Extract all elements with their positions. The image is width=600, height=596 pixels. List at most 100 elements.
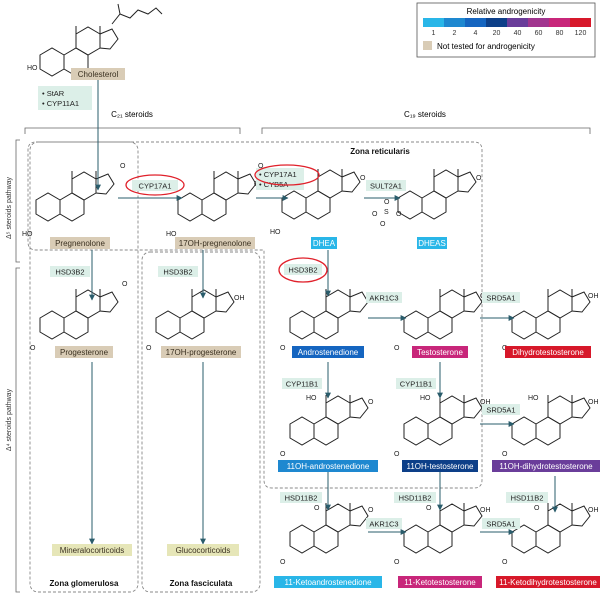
compound-oh17_prog: 17OH-progesterone (166, 348, 237, 357)
compound-keto_andro-box (274, 576, 382, 588)
compound-oh11_dht-box (492, 460, 600, 472)
compound-dhea: DHEA (313, 239, 336, 248)
dheas-o-top: O (384, 199, 390, 206)
enzyme-hsd3b2_b-box (158, 266, 198, 277)
enzyme-cyp17a1_a: CYP17A1 (139, 182, 172, 191)
androstenedione-structure (289, 288, 369, 340)
enzyme-srd5a1_c: SRD5A1 (486, 520, 515, 529)
compound-keto_testo: 11-Ketotestosterone (404, 578, 476, 587)
delta5-pathway-label: Δ⁵ steroids pathway (6, 176, 13, 239)
keto-andro-o2-label: O (368, 507, 374, 514)
enzyme-star-bullet: • (42, 89, 47, 98)
compound-dheas: DHEAS (418, 239, 446, 248)
enzyme-akr1c3_a-box (366, 292, 402, 303)
legend-swatch-2 (444, 18, 465, 27)
compound-oh11_dht: 11OH-dihydrotestosterone (499, 462, 593, 471)
compound-gluco-box (167, 544, 239, 556)
enzyme-sult2a1: SULT2A1 (370, 182, 402, 191)
keto-dht-o11-label: O (534, 505, 540, 512)
compound-pregnenolone-box (50, 237, 110, 249)
compound-keto_dht: 11-Ketodihydrotestosterone (499, 578, 597, 587)
compound-oh17_preg: 17OH-pregnenolone (179, 239, 252, 248)
progesterone-o-label: O (30, 345, 36, 352)
keto-testo-o11-label: O (426, 505, 432, 512)
c21-section-label: C₂₁ steroids (111, 110, 153, 119)
keto-dht-structure (511, 502, 591, 554)
enzyme-cyp11b1_a: CYP11B1 (286, 380, 318, 389)
enzyme-akr1c3_b-box (366, 518, 402, 529)
compound-keto_testo-box (398, 576, 482, 588)
compound-oh17_prog-box (161, 346, 241, 358)
compound-testosterone-box (412, 346, 468, 358)
enzyme-cyp17a1_a-box (132, 180, 178, 191)
compound-oh11_andro-box (278, 460, 378, 472)
testosterone-structure (403, 288, 483, 340)
dheas-o-link: O (396, 211, 402, 218)
legend-tick-40: 40 (514, 30, 522, 37)
enzyme-akr1c3_b: AKR1C3 (369, 520, 398, 529)
enzyme-cyp17a1-b-bullet: • (259, 170, 264, 179)
dheas-s-atom: S (384, 209, 389, 216)
keto-testosterone-structure (403, 502, 483, 554)
dheas-sulfate-group: S O O O O (372, 199, 402, 228)
pregnenolone-structure (35, 170, 115, 222)
legend-swatch-1 (423, 18, 444, 27)
compound-dheas-box (417, 237, 447, 249)
oh11-dht-o-label: O (502, 451, 508, 458)
delta4-pathway-label: Δ⁴ steroids pathway (6, 388, 13, 451)
testo-o-label: O (394, 345, 400, 352)
c19-brace (261, 127, 591, 134)
dheas-o-left: O (372, 211, 378, 218)
zona-reticularis-outline (27, 141, 483, 489)
oh11-testosterone-structure (403, 394, 483, 446)
compound-testosterone: Testosterone (417, 348, 463, 357)
keto-andro-o11-label: O (314, 505, 320, 512)
enzyme-hsd3b2_c: HSD3B2 (288, 266, 317, 275)
compound-mineralo-box (52, 544, 132, 556)
enzyme-cyp11a1-bullet: • (42, 99, 47, 108)
enzyme-cyp11a1: • CYP11A1 (42, 99, 79, 108)
zona-glomerulosa-title: Zona glomerulosa (50, 579, 119, 588)
dht-structure (511, 288, 591, 340)
compound-dht-box (505, 346, 591, 358)
keto-testo-o-label: O (394, 559, 400, 566)
enzyme-hsd11b2_b: HSD11B2 (399, 494, 432, 503)
highlight-marks (125, 164, 328, 283)
oh11-andro-ho-label: HO (306, 395, 317, 402)
legend-tick-60: 60 (535, 30, 543, 37)
highlight-cyp17a1-first (125, 174, 185, 196)
highlight-hsd3b2 (278, 257, 328, 283)
legend-tick-4: 4 (474, 30, 478, 37)
delta5-brace (15, 139, 20, 263)
andro-o-label: O (280, 345, 286, 352)
enzyme-srd5a1_c-box (482, 518, 520, 529)
keto-testo-oh-label: OH (480, 507, 491, 514)
delta4-brace (15, 267, 20, 593)
legend-swatch-40 (507, 18, 528, 27)
oh11-andro-o2-label: O (368, 399, 374, 406)
keto-dht-o-label: O (502, 559, 508, 566)
oh11-androstenedione-structure (289, 394, 369, 446)
oh17-progesterone-structure (155, 288, 235, 340)
enzyme-srd5a1_a: SRD5A1 (486, 294, 515, 303)
legend-tick-20: 20 (493, 30, 501, 37)
enzyme-star: • StAR (42, 89, 65, 98)
oh11-testo-oh-label: OH (480, 399, 491, 406)
dheas-structure (397, 168, 477, 220)
compound-pregnenolone: Pregnenolone (55, 239, 105, 248)
pregnenolone-o-label: O (120, 163, 126, 170)
pathway-arrows (89, 80, 558, 545)
enzyme-hsd3b2_a: HSD3B2 (55, 268, 84, 277)
enzyme-cyp17a1-b: • CYP17A1 (259, 170, 297, 179)
enzyme-hsd3b2_c-box (284, 264, 322, 275)
steroid-structures: HOOHOOHOHOOOOOOOHOOOOHOOHHOOOHOOOHHOOOHO… (22, 163, 599, 566)
cholesterol-ho-label: HO (27, 65, 38, 72)
oh11-testo-ho-label: HO (420, 395, 431, 402)
enzyme-hsd3b2_a-box (50, 266, 90, 277)
compound-dhea-box (311, 237, 337, 249)
oh17-preg-ho-label: HO (166, 231, 177, 238)
